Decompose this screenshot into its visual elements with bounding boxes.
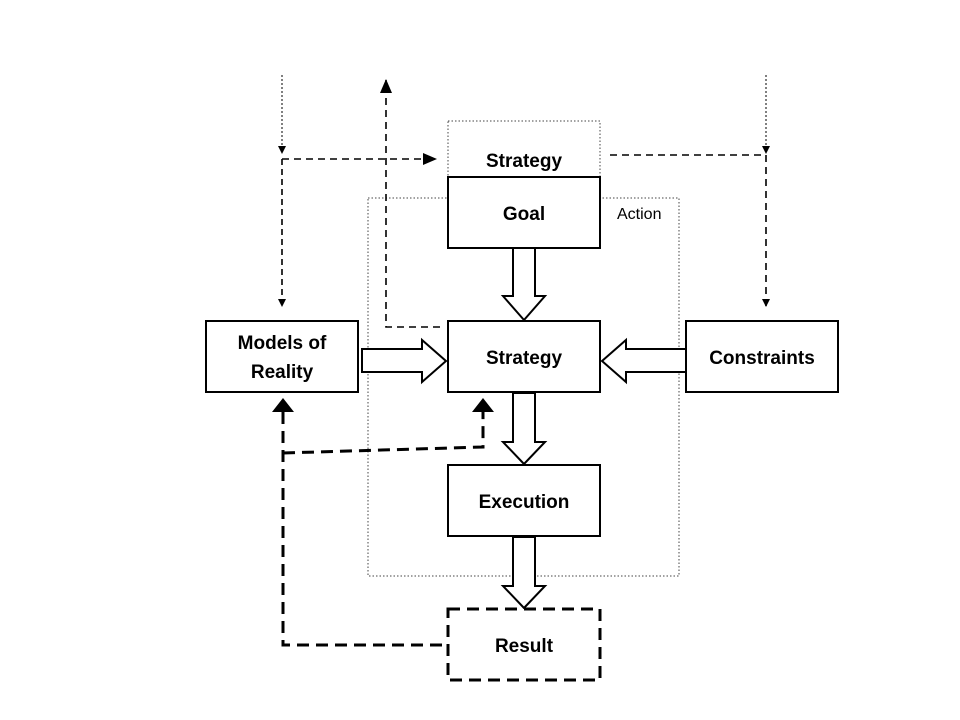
models-of-reality-label-line2: Reality [251, 362, 314, 383]
execution-to-result-block-arrow [500, 536, 548, 610]
constraints-box [685, 320, 839, 393]
constraints-to-strategy-block-arrow [600, 337, 687, 385]
strategy-container-label: Strategy [486, 151, 562, 172]
execution-label: Execution [479, 492, 570, 513]
result-box [446, 607, 602, 682]
action-label: Action [617, 206, 661, 223]
goal-to-strategy-block-arrow [500, 247, 548, 322]
goal-box [447, 176, 601, 249]
strategy-to-constraints-dashed-arrow [610, 154, 770, 307]
execution-box [447, 464, 601, 537]
strategy-to-execution-block-arrow [500, 392, 548, 466]
goal-label: Goal [503, 204, 545, 225]
constraints-label: Constraints [709, 348, 815, 369]
strategy-label: Strategy [486, 348, 562, 369]
models-of-reality-label-line1: Models of [238, 333, 327, 354]
strategy-box [447, 320, 601, 393]
result-label: Result [495, 636, 554, 657]
feedback-to-strategy-arrow [282, 398, 494, 455]
models-to-strategy-block-arrow [361, 337, 448, 385]
models-of-reality-box [205, 320, 359, 393]
result-to-models-feedback-arrow [272, 398, 442, 647]
strategy-upward-feedback-arrow [380, 79, 440, 328]
